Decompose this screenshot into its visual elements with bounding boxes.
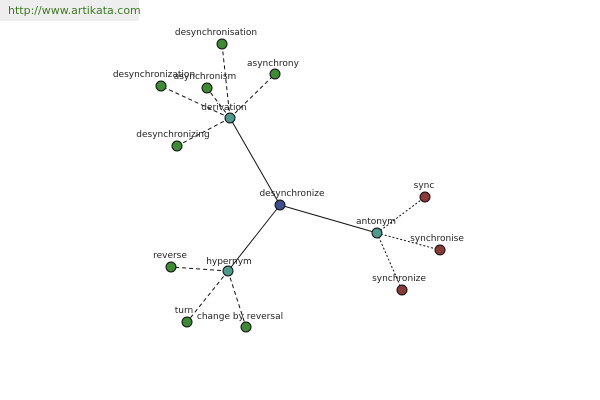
node-turn[interactable] [181,316,193,328]
node-label-asynchronism[interactable]: asynchronism [174,72,237,82]
edge-antonym-synchronise [376,232,441,251]
node-label-desynchronisation[interactable]: desynchronisation [175,28,257,38]
edge-derivation-desynchronisation [221,43,231,119]
edge-hypernym-change-by-reversal [227,270,247,328]
node-asynchrony[interactable] [269,68,281,80]
graph-labels: desynchronize derivation antonym hypernym de… [113,28,465,322]
node-label-sync[interactable]: sync [414,181,435,191]
node-label-hypernym[interactable]: hypernym [206,257,252,267]
node-change-by-reversal[interactable] [240,321,252,333]
node-label-derivation[interactable]: derivation [201,103,247,113]
node-desynchronizing[interactable] [171,140,183,152]
node-asynchronism[interactable] [201,82,213,94]
node-hypernym[interactable] [222,265,234,277]
graph-edges [160,43,441,328]
edge-desynchronize-derivation [229,117,281,206]
node-label-synchronize[interactable]: synchronize [372,274,426,284]
site-credit-link[interactable]: http://www.artikata.com [0,0,141,21]
edge-antonym-sync [376,196,426,234]
node-sync[interactable] [419,191,431,203]
node-antonym[interactable] [371,227,383,239]
node-label-reverse[interactable]: reverse [153,251,187,261]
node-label-antonym[interactable]: antonym [356,217,396,227]
edge-derivation-asynchronism [206,87,231,119]
node-desynchronization[interactable] [155,80,167,92]
node-label-asynchrony[interactable]: asynchrony [247,59,300,69]
edge-derivation-asynchrony [229,73,276,119]
edge-hypernym-reverse [170,266,229,272]
node-label-desynchronizing[interactable]: desynchronizing [136,130,209,140]
edge-derivation-desynchronizing [176,117,231,147]
node-desynchronisation[interactable] [216,38,228,50]
node-synchronise[interactable] [434,244,446,256]
edge-desynchronize-hypernym [227,204,281,272]
node-label-synchronise[interactable]: synchronise [410,234,464,244]
edge-hypernym-turn [186,270,229,323]
node-label-turn[interactable]: turn [175,306,193,316]
node-desynchronize[interactable] [274,199,286,211]
node-label-desynchronize[interactable]: desynchronize [259,189,325,199]
node-reverse[interactable] [165,261,177,273]
graph-nodes [155,38,446,333]
node-label-change-by-reversal[interactable]: change by reversal [197,312,283,322]
node-synchronize[interactable] [396,284,408,296]
node-label-desynchronization[interactable]: desynchronization [113,70,195,80]
node-derivation[interactable] [224,112,236,124]
edge-derivation-desynchronization [160,85,231,119]
edge-desynchronize-antonym [279,204,378,234]
